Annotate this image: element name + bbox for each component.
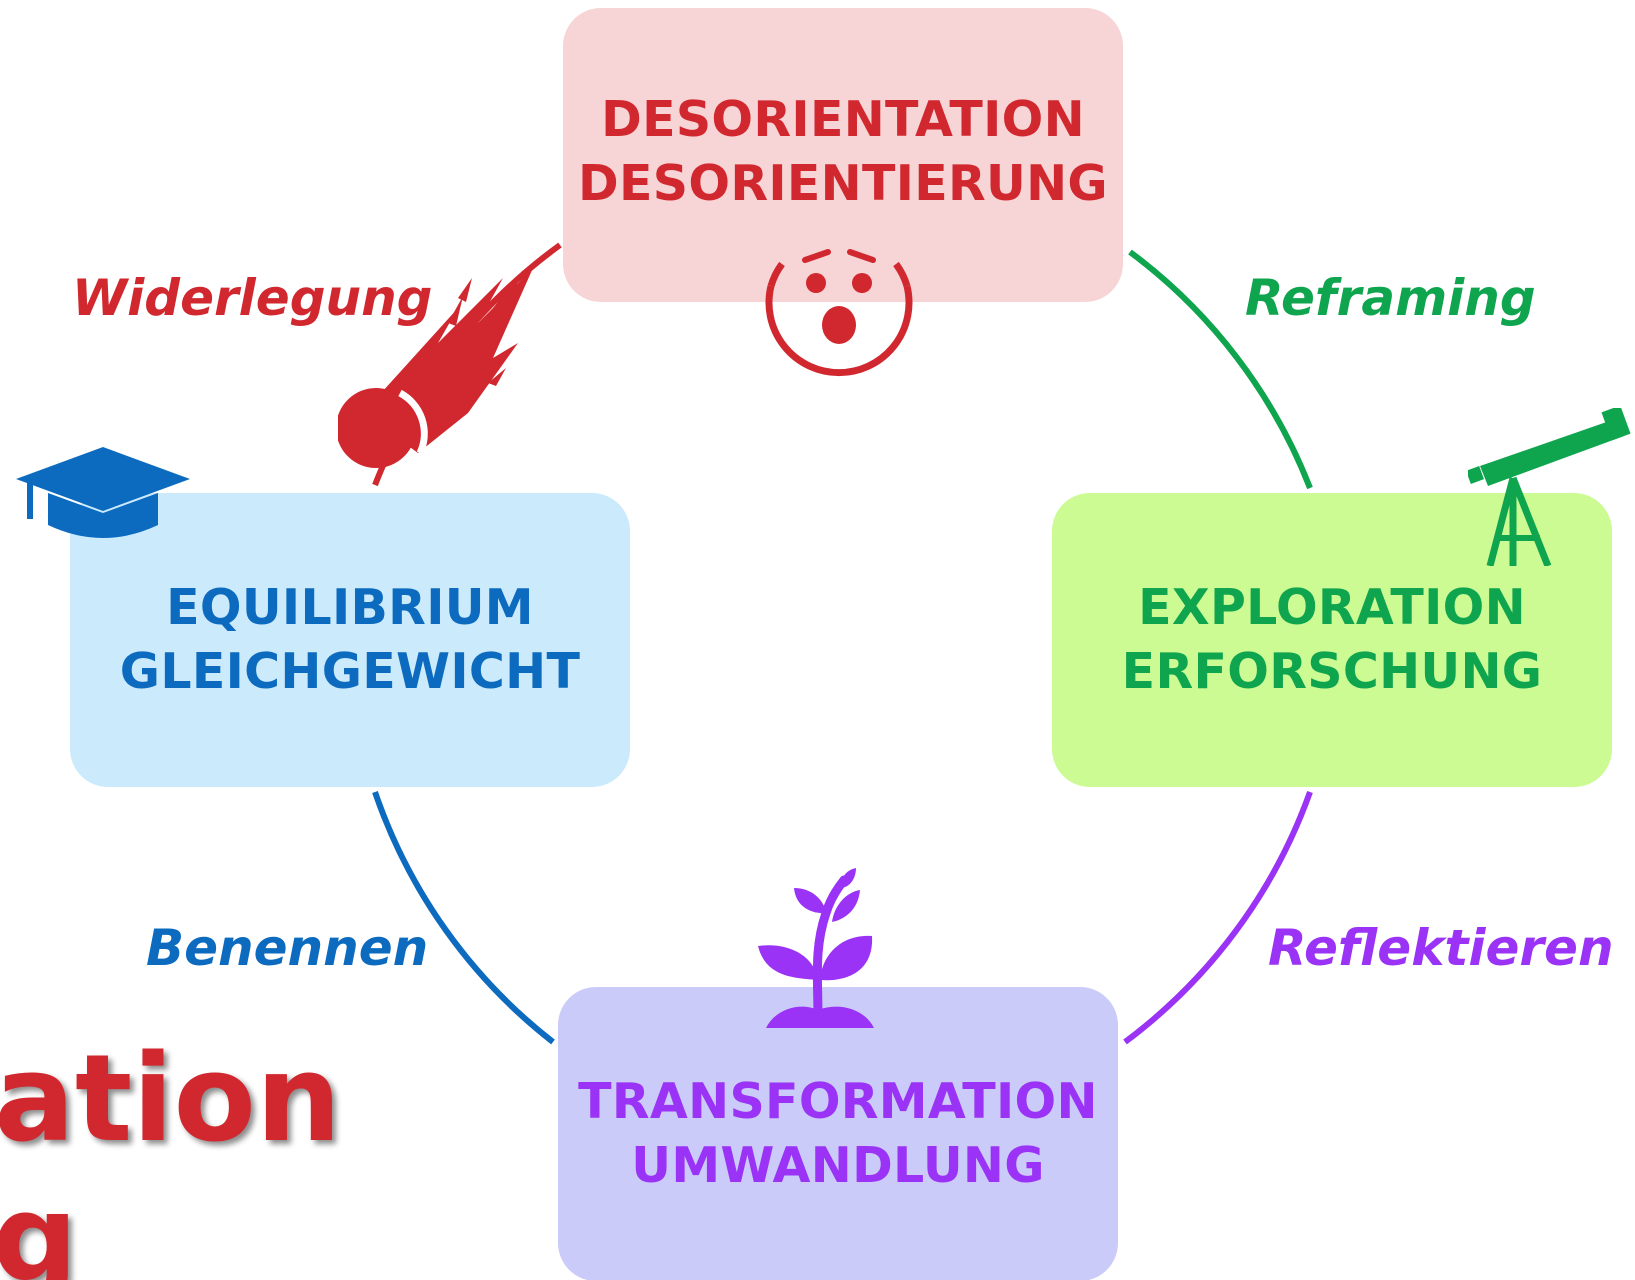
stage-title-de: DESORIENTIERUNG (578, 155, 1108, 212)
background-title-line-1: ation (0, 1030, 342, 1169)
arc-top-right (1128, 249, 1313, 490)
stage-title-en: DESORIENTATION (601, 91, 1085, 148)
transition-label-widerlegung: Widerlegung (72, 269, 433, 327)
arc-bottom-left (372, 791, 555, 1045)
stage-box-exploration: EXPLORATION ERFORSCHUNG (1052, 493, 1612, 787)
stage-title-de: GLEICHGEWICHT (119, 643, 581, 700)
transition-label-benennen: Benennen (146, 919, 429, 977)
telescope-icon (1468, 408, 1631, 566)
stage-box-transformation: TRANSFORMATION UMWANDLUNG (558, 987, 1118, 1280)
stage-title-de: UMWANDLUNG (631, 1137, 1045, 1194)
comet-icon (338, 268, 533, 468)
stage-box-equilibrium: EQUILIBRIUM GLEICHGEWICHT (70, 493, 630, 787)
stage-title-en: EXPLORATION (1138, 579, 1526, 636)
shocked-face-icon (765, 249, 913, 377)
graduation-cap-icon (16, 447, 190, 538)
sprout-icon (758, 868, 874, 1028)
arc-bottom-right (1123, 790, 1313, 1045)
stage-title-en: EQUILIBRIUM (166, 579, 534, 636)
background-title-line-2: g (0, 1170, 78, 1280)
stage-box-desorientation: DESORIENTATION DESORIENTIERUNG (563, 8, 1123, 302)
stage-title-en: TRANSFORMATION (578, 1073, 1098, 1130)
stage-title-de: ERFORSCHUNG (1121, 643, 1543, 700)
transition-label-reflektieren: Reflektieren (1268, 919, 1614, 977)
transition-label-reframing: Reframing (1245, 269, 1536, 327)
